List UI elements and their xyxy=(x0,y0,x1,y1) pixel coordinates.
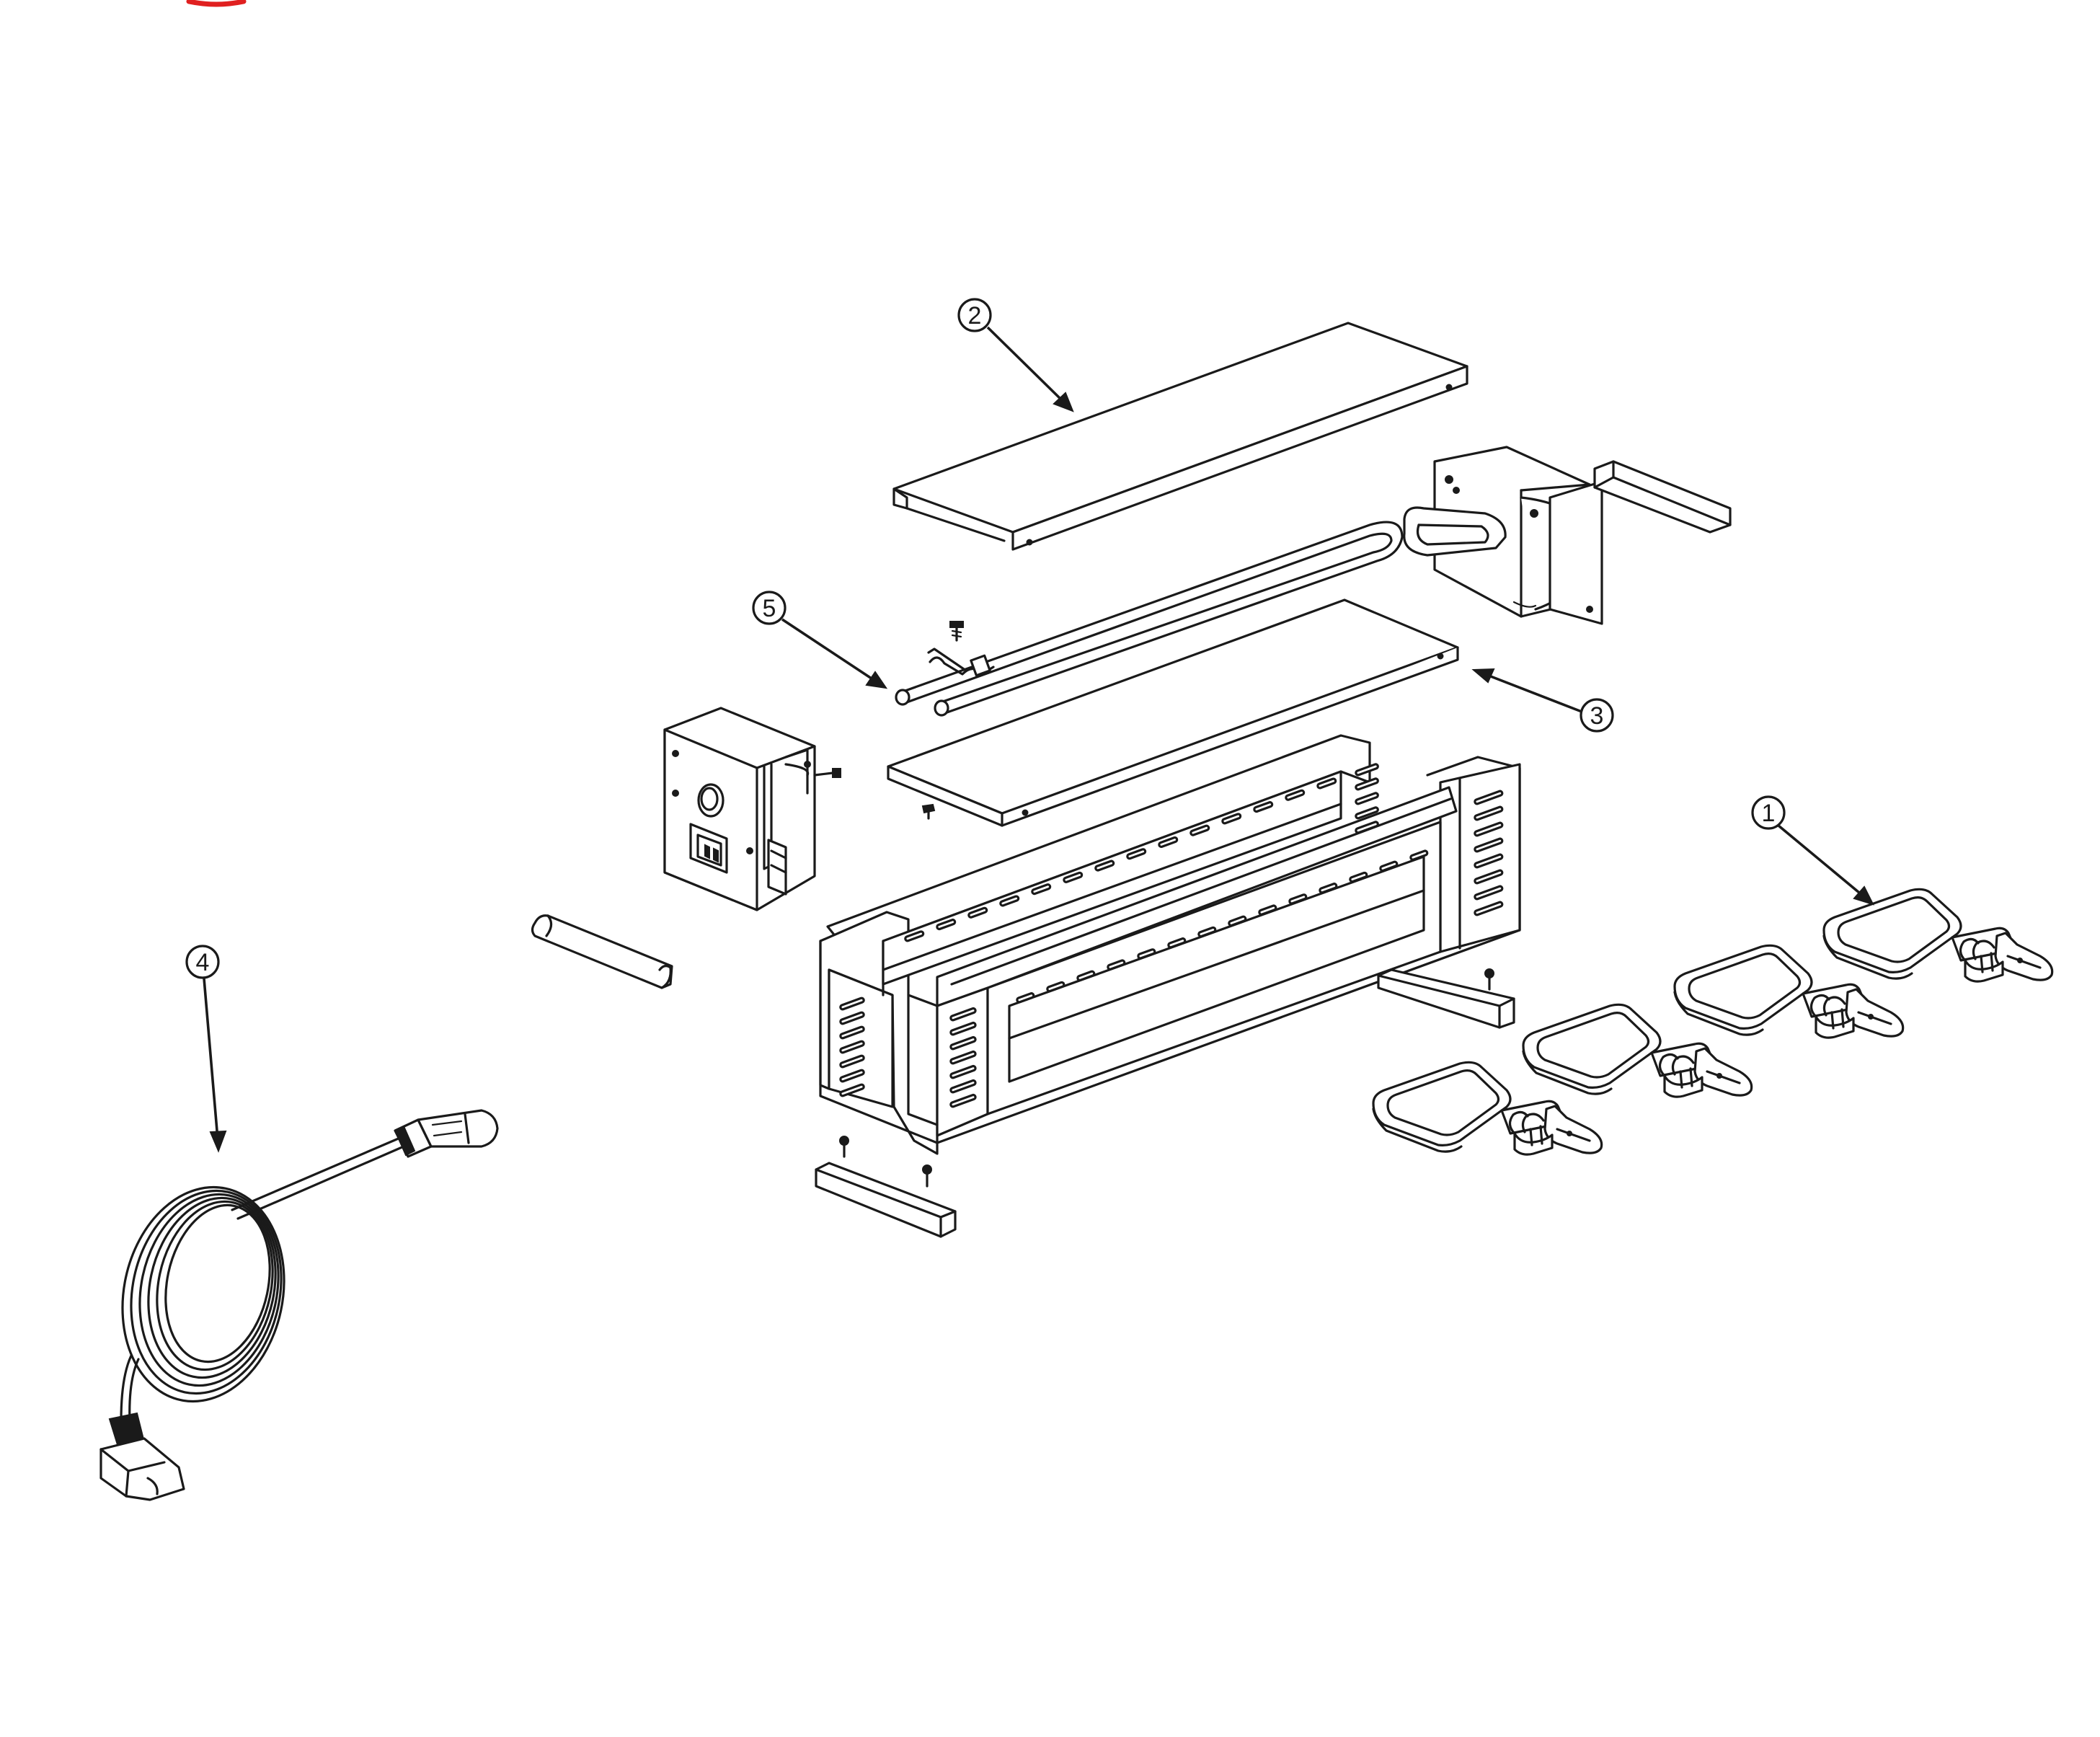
raclette-pan xyxy=(1822,888,2054,983)
callout-1: 1 xyxy=(1751,795,1874,906)
callout-5-number: 5 xyxy=(763,595,776,622)
raclette-pan xyxy=(1372,1061,1603,1156)
right-foot-bar xyxy=(1377,968,1515,1029)
callout-1-number: 1 xyxy=(1762,800,1776,827)
heating-element xyxy=(895,521,1404,717)
callout-3: 3 xyxy=(1471,668,1614,733)
main-chassis xyxy=(819,734,1521,1155)
chassis-vent-slots xyxy=(839,763,1504,1108)
top-cover xyxy=(892,322,1468,551)
left-handle xyxy=(531,914,673,989)
corner-mark xyxy=(186,0,247,7)
callout-5: 5 xyxy=(752,591,888,689)
callout-4-number: 4 xyxy=(196,949,210,976)
callout-2: 2 xyxy=(957,298,1074,412)
callout-4: 4 xyxy=(185,945,227,1153)
raclette-pan xyxy=(1673,944,1905,1039)
raclette-pan xyxy=(1522,1003,1753,1098)
power-cord xyxy=(99,1109,499,1501)
callout-2-number: 2 xyxy=(968,302,982,330)
reflector-plate xyxy=(887,598,1459,827)
front-foot-bar xyxy=(815,1136,957,1238)
callout-3-number: 3 xyxy=(1590,702,1604,730)
raclette-pans xyxy=(1372,888,2054,1156)
right-end-block xyxy=(1403,446,1732,625)
control-box xyxy=(663,707,841,911)
